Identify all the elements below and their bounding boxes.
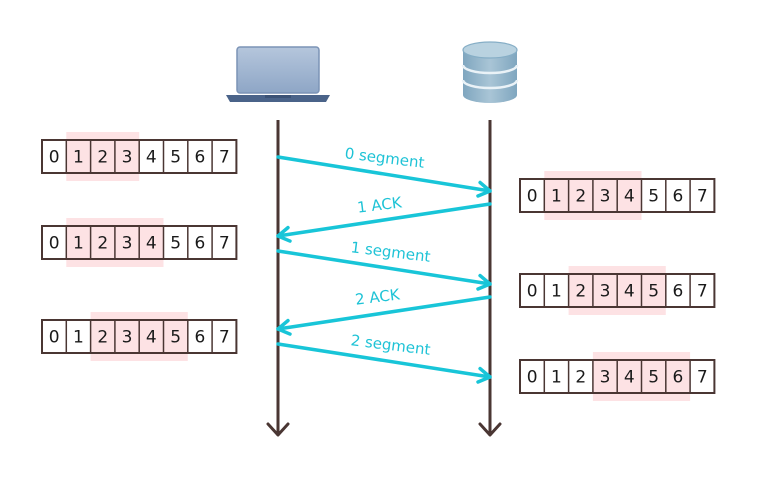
cell-3: 3 bbox=[600, 368, 611, 388]
cell-6: 6 bbox=[673, 282, 684, 302]
database-icon bbox=[461, 41, 519, 103]
cell-0: 0 bbox=[527, 187, 538, 207]
message-arrow bbox=[276, 342, 492, 379]
cell-2: 2 bbox=[97, 234, 108, 254]
arrowhead bbox=[476, 273, 492, 291]
message-label: 1 ACK bbox=[356, 193, 404, 216]
message-1: 1 ACK bbox=[276, 193, 492, 243]
cell-2: 2 bbox=[575, 368, 586, 388]
cell-7: 7 bbox=[219, 148, 230, 168]
message-label: 2 segment bbox=[350, 331, 432, 359]
client-timeline bbox=[266, 120, 290, 437]
message-label: 2 ACK bbox=[354, 285, 402, 308]
cell-5: 5 bbox=[170, 148, 181, 168]
cell-3: 3 bbox=[122, 148, 133, 168]
cell-2: 2 bbox=[575, 282, 586, 302]
cell-3: 3 bbox=[600, 282, 611, 302]
message-label: 0 segment bbox=[344, 144, 426, 172]
cell-0: 0 bbox=[49, 234, 60, 254]
message-arrow bbox=[276, 295, 492, 331]
cell-4: 4 bbox=[624, 368, 635, 388]
server-timeline bbox=[478, 120, 502, 437]
cell-7: 7 bbox=[697, 368, 708, 388]
laptop-icon bbox=[226, 46, 330, 102]
cell-7: 7 bbox=[219, 234, 230, 254]
cell-6: 6 bbox=[673, 368, 684, 388]
cell-0: 0 bbox=[527, 282, 538, 302]
arrowhead bbox=[476, 180, 492, 198]
cell-3: 3 bbox=[122, 328, 133, 348]
cell-1: 1 bbox=[551, 187, 562, 207]
message-arrow bbox=[276, 249, 492, 286]
cell-1: 1 bbox=[551, 368, 562, 388]
cell-4: 4 bbox=[624, 282, 635, 302]
cell-5: 5 bbox=[648, 187, 659, 207]
cell-1: 1 bbox=[73, 148, 84, 168]
cell-4: 4 bbox=[146, 234, 157, 254]
message-4: 2 segment bbox=[276, 331, 492, 384]
cell-5: 5 bbox=[170, 234, 181, 254]
cell-6: 6 bbox=[195, 234, 206, 254]
cell-7: 7 bbox=[219, 328, 230, 348]
cell-1: 1 bbox=[551, 282, 562, 302]
cell-0: 0 bbox=[49, 148, 60, 168]
message-3: 2 ACK bbox=[276, 285, 492, 336]
cell-6: 6 bbox=[195, 148, 206, 168]
cell-7: 7 bbox=[697, 187, 708, 207]
cell-1: 1 bbox=[73, 328, 84, 348]
cell-2: 2 bbox=[575, 187, 586, 207]
cell-4: 4 bbox=[624, 187, 635, 207]
cell-3: 3 bbox=[122, 234, 133, 254]
arrowhead bbox=[276, 318, 292, 336]
message-label: 1 segment bbox=[350, 238, 432, 266]
cell-2: 2 bbox=[97, 148, 108, 168]
cell-1: 1 bbox=[73, 234, 84, 254]
message-arrows: 0 segment 1 ACK 1 segment 2 ACK 2 segment bbox=[276, 144, 492, 384]
cell-4: 4 bbox=[146, 148, 157, 168]
arrowhead bbox=[276, 225, 292, 243]
cell-0: 0 bbox=[527, 368, 538, 388]
cell-7: 7 bbox=[697, 282, 708, 302]
arrowhead bbox=[476, 366, 492, 384]
cell-5: 5 bbox=[648, 368, 659, 388]
cell-5: 5 bbox=[648, 282, 659, 302]
cell-6: 6 bbox=[195, 328, 206, 348]
cell-3: 3 bbox=[600, 187, 611, 207]
cell-4: 4 bbox=[146, 328, 157, 348]
message-arrow bbox=[276, 155, 492, 193]
message-arrow bbox=[276, 202, 492, 238]
message-0: 0 segment bbox=[276, 144, 492, 198]
cell-6: 6 bbox=[673, 187, 684, 207]
cell-0: 0 bbox=[49, 328, 60, 348]
cell-5: 5 bbox=[170, 328, 181, 348]
message-2: 1 segment bbox=[276, 238, 492, 291]
cell-2: 2 bbox=[97, 328, 108, 348]
